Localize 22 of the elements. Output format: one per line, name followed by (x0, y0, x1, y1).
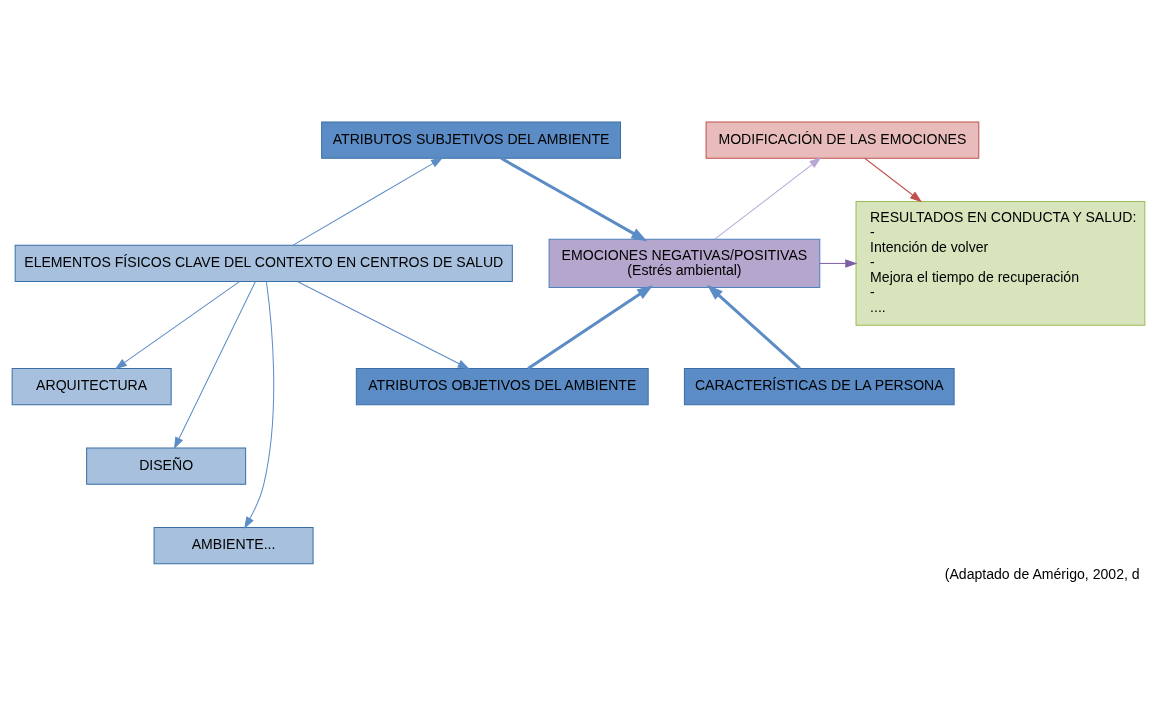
arrow (864, 157, 922, 203)
arrow (114, 281, 240, 370)
node-box: DISEÑO (86, 447, 247, 485)
arrow (296, 281, 470, 370)
arrow (500, 156, 648, 242)
node-box: ARQUITECTURA (11, 368, 172, 406)
node-box: CARACTERÍSTICAS DE LA PERSONA (683, 368, 955, 406)
arrow (244, 281, 275, 529)
node-box: ELEMENTOS FÍSICOS CLAVE DEL CONTEXTO EN CENTROS DE SALUD (14, 244, 513, 283)
caption: (Adaptado de Amérigo, 2002, d (944, 566, 1140, 583)
arrow (527, 285, 654, 370)
node-box: MODIFICACIÓN DE LAS EMOCIONES (705, 121, 980, 159)
arrow (707, 284, 801, 370)
node-box: ATRIBUTOS SUBJETIVOS DEL AMBIENTE (321, 121, 622, 159)
node-box: EMOCIONES NEGATIVAS/POSITIVAS (Estrés ambiental) (548, 238, 821, 289)
arrow (819, 259, 858, 268)
node-box: AMBIENTE... (153, 527, 314, 565)
arrow (714, 157, 822, 240)
node-box: ATRIBUTOS OBJETIVOS DEL AMBIENTE (355, 368, 649, 406)
arrow (292, 157, 444, 246)
node-box: RESULTADOS EN CONDUCTA Y SALUD: - Intención de volver - Mejora el tiempo de recuperación - .... (855, 201, 1146, 326)
arrow (173, 281, 256, 450)
